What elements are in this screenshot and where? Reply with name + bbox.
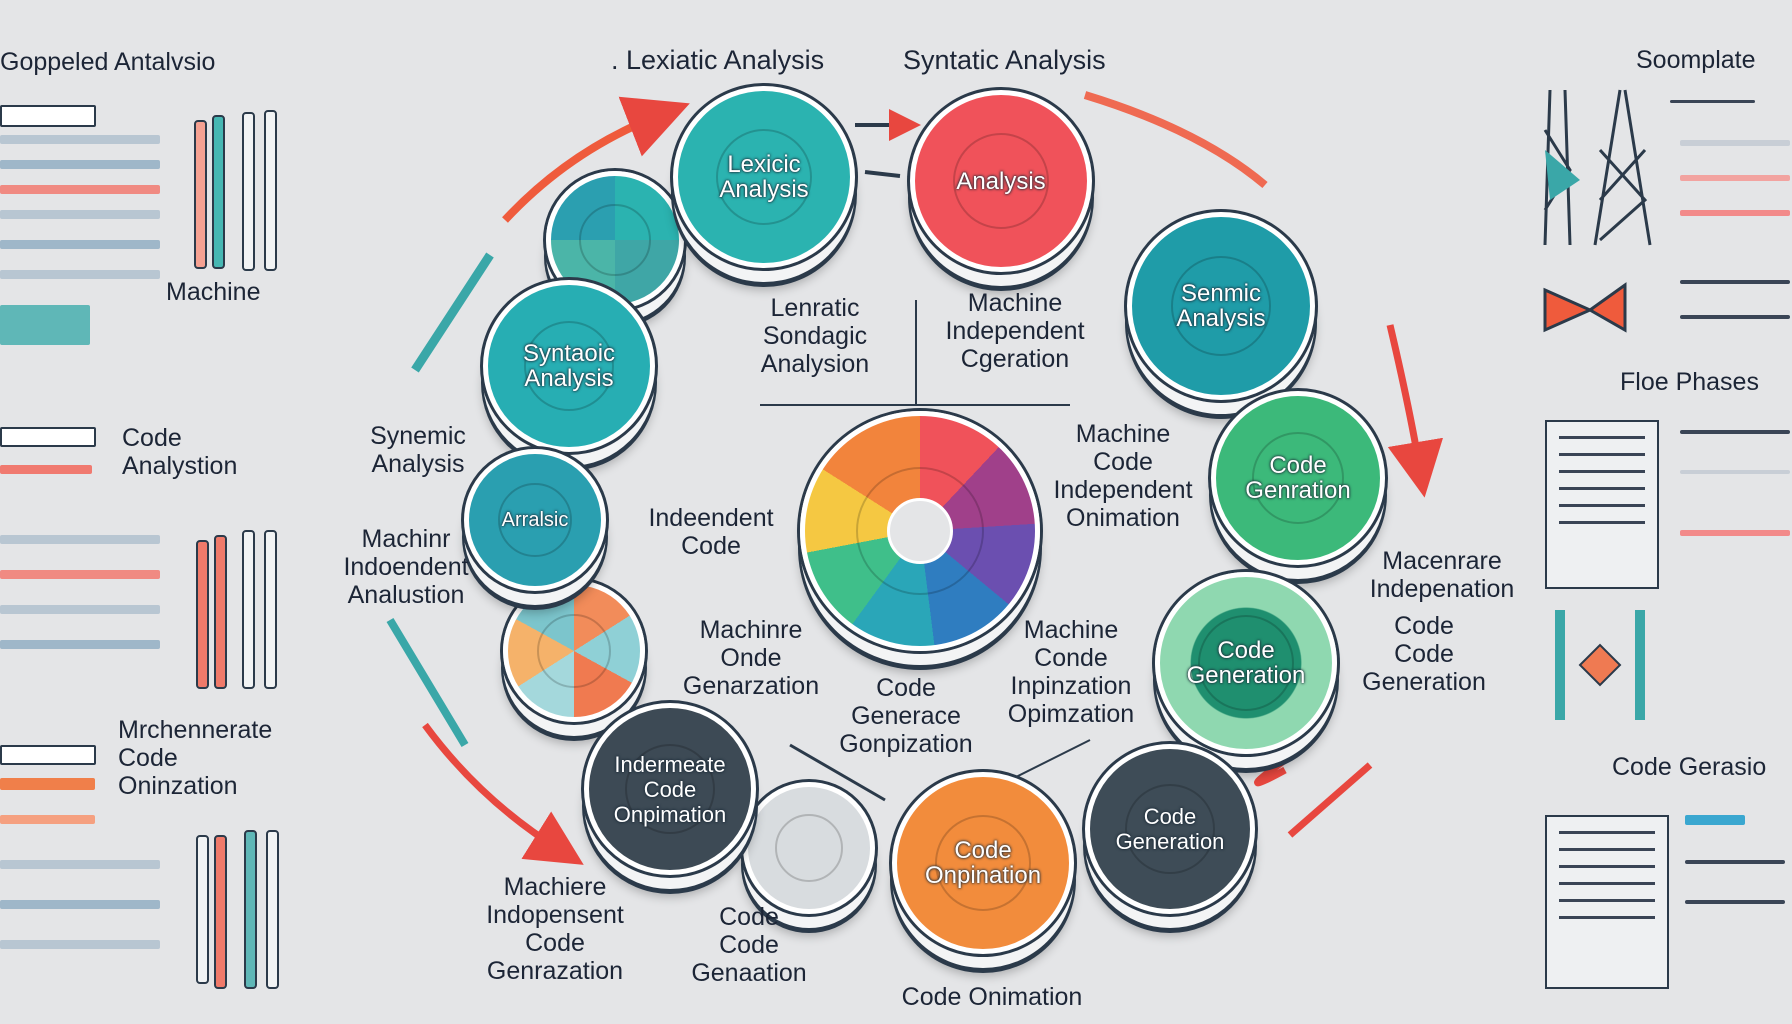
label-machine: Machine (166, 278, 261, 306)
label-code-code-genaation: Code Code Genaation (691, 903, 807, 987)
phase-disk-analysis[interactable]: Analysis (910, 90, 1092, 272)
phase-disk-label: Code Onpination (924, 837, 1042, 889)
arrow-top-left (502, 96, 690, 223)
phase-disk-code-generation-1[interactable]: Code Genration (1211, 391, 1385, 565)
heading-top-left: Goppeled Antalvsio (0, 48, 216, 76)
label-machinre-onde: Machinre Onde Genarzation (682, 616, 820, 700)
label-machine-conde: Machine Conde Inpinzation Opimzation (1007, 616, 1135, 728)
phase-disk-label: Analysis (956, 167, 1046, 195)
phase-disk-label: Senmic Analysis (1176, 280, 1266, 332)
phase-disk-lexical-analysis[interactable]: Lexicic Analysis (673, 86, 855, 268)
label-machine-independent: Machine Independent Cgeration (945, 289, 1085, 373)
heading-code-generation-right: Code Gerasio (1612, 753, 1767, 781)
phase-disk-analysis-small[interactable]: Arralsic (464, 449, 606, 591)
label-machine-code-independent: Machine Code Independent Onimation (1053, 420, 1193, 532)
heading-flow-phases: Floe Phases (1620, 368, 1759, 396)
phase-disk-label: Indermeate Code Onpimation (613, 751, 727, 827)
phase-disk-intermediate-code[interactable]: Indermeate Code Onpimation (584, 703, 756, 875)
label-code-generace: Code Generace Gonpization (839, 674, 973, 758)
heading-code-optimization-bottom: Code Onimation (901, 983, 1083, 1011)
arrow-bottom-left (422, 722, 584, 865)
phase-disk-label: Syntaoic Analysis (522, 340, 616, 392)
phase-disk-syntactic-analysis[interactable]: Syntaoic Analysis (483, 280, 655, 452)
phase-disk-code-optimization[interactable]: Code Onpination (892, 772, 1074, 954)
label-synemic-analysis: Synemic Analysis (370, 422, 466, 478)
heading-syntactic-analysis: Syntatic Analysis (903, 45, 1106, 75)
small-wheel-grey (743, 782, 875, 914)
label-machiere-indopensent: Machiere Indopensent Code Genrazation (486, 873, 624, 985)
small-wheel-orange (503, 580, 645, 722)
arrow-top-right (1083, 91, 1268, 189)
label-code-analystion: Code Analystion (122, 424, 238, 480)
phase-disk-label: Code Generation (1186, 637, 1306, 689)
label-independent-code: Indeendent Code (648, 504, 774, 560)
phase-disk-label: Code Genration (1245, 452, 1351, 504)
label-macenrare: Macenrare Indepenation (1369, 547, 1515, 603)
arrow-bottom-right (1254, 757, 1288, 787)
phase-disk-label: Code Generation (1115, 804, 1225, 854)
arrow-left-teal (411, 252, 494, 373)
heading-lexical-analysis: . Lexiatic Analysis (611, 45, 825, 75)
phase-disk-semantic-analysis[interactable]: Senmic Analysis (1127, 212, 1315, 400)
phase-disk-code-generation-2[interactable]: Code Generation (1155, 572, 1337, 754)
heading-top-right: Soomplate (1636, 46, 1756, 74)
phase-disk-label: Arralsic (501, 508, 569, 531)
label-intermediate-code-left: Mrchennerate Code Oninzation (118, 716, 273, 800)
phase-disk-code-generation-3[interactable]: Code Generation (1085, 744, 1255, 914)
center-rainbow-wheel (800, 411, 1040, 651)
arrow-right (1386, 324, 1444, 498)
label-machinr-independent: Machinr Indoendent Analustion (343, 525, 469, 609)
label-lenratic: Lenratic Sondagic Analysion (760, 294, 870, 378)
label-code-code-generation-right: Code Code Generation (1362, 612, 1486, 696)
arrow-white-2 (864, 170, 901, 178)
phase-disk-label: Lexicic Analysis (719, 151, 809, 203)
